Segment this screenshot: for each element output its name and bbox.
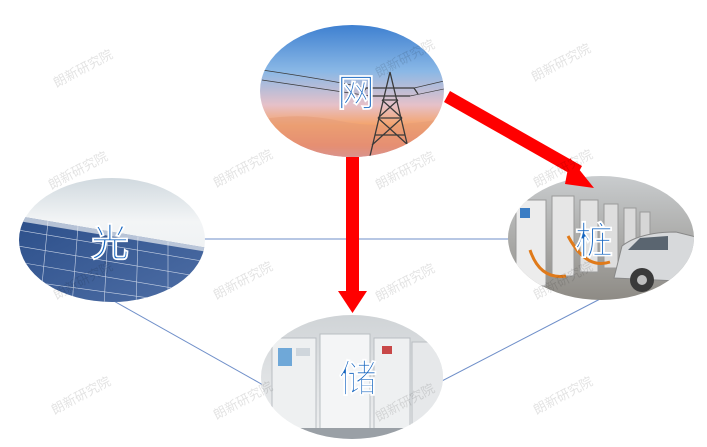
transmission-tower-icon <box>261 69 444 157</box>
arrow-grid-to-charger <box>444 91 594 188</box>
node-storage: 储 <box>261 315 443 439</box>
edge-storage-charger <box>439 297 603 383</box>
node-label-grid: 网 <box>337 71 375 115</box>
node-grid: 网 <box>260 25 444 157</box>
node-label-charger: 桩 <box>575 219 613 263</box>
node-solar: 光 <box>19 178 205 302</box>
arrow-grid-to-storage <box>338 157 367 313</box>
node-label-solar: 光 <box>91 221 129 265</box>
node-label-storage: 储 <box>339 357 377 401</box>
car-icon <box>613 231 694 292</box>
edge-solar-storage <box>111 299 273 391</box>
node-charger: 桩 <box>508 176 694 300</box>
